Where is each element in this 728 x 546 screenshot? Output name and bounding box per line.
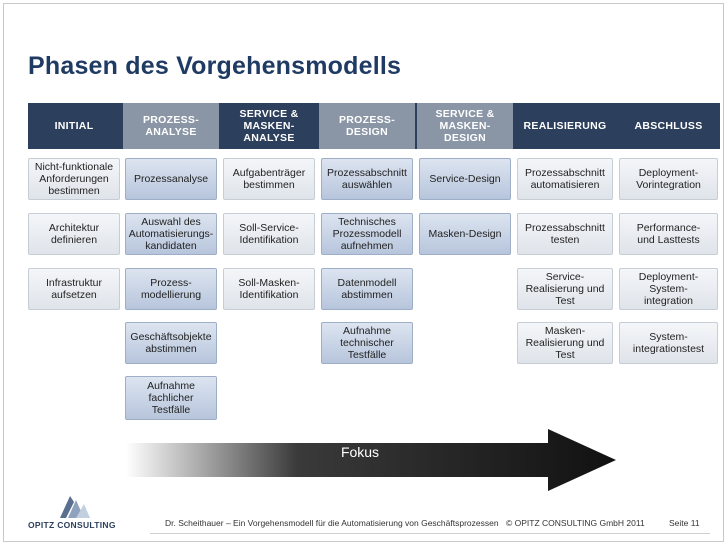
page-title: Phasen des Vorgehensmodells <box>28 52 402 80</box>
phase-header-realisierung: REALISIERUNG <box>523 120 607 132</box>
activity-nicht-funktionale-anforderungen: Nicht-funktionale Anforderungen bestimme… <box>28 158 120 200</box>
activity-technisches-prozessmodell: Technisches Prozessmodell aufnehmen <box>321 213 413 255</box>
activity-performance-lasttests: Performance- und Lasttests <box>619 213 718 255</box>
footer-divider <box>150 533 710 534</box>
activity-soll-service-identifikation: Soll-Service- Identifikation <box>223 213 315 255</box>
fokus-arrow <box>126 429 616 491</box>
footer-copyright: © OPITZ CONSULTING GmbH 2011 <box>506 518 645 528</box>
footer-page-number: Seite 11 <box>669 518 700 528</box>
activity-prozessanalyse: Prozessanalyse <box>125 158 217 200</box>
activity-aufnahme-technischer-testfaelle: Aufnahme technischer Testfälle <box>321 322 413 364</box>
activity-infrastruktur-aufsetzen: Infrastruktur aufsetzen <box>28 268 120 310</box>
activity-prozessabschnitt-automatisieren: Prozessabschnitt automatisieren <box>517 158 613 200</box>
phase-header-initial: INITIAL <box>54 120 94 132</box>
phase-header-service-masken-design: SERVICE & MASKEN- DESIGN <box>417 103 513 149</box>
activity-masken-realisierung-test: Masken- Realisierung und Test <box>517 322 613 364</box>
activity-prozessmodellierung: Prozess- modellierung <box>125 268 217 310</box>
fokus-label: Fokus <box>340 444 380 460</box>
activity-datenmodell-abstimmen: Datenmodell abstimmen <box>321 268 413 310</box>
opitz-consulting-logo <box>60 496 90 518</box>
activity-geschaeftsobjekte-abstimmen: Geschäftsobjekte abstimmen <box>125 322 217 364</box>
slide-frame <box>3 3 724 542</box>
activity-prozessabschnitt-auswaehlen: Prozessabschnitt auswählen <box>321 158 413 200</box>
phase-header-prozessdesign: PROZESS- DESIGN <box>319 103 415 149</box>
footer-text: Dr. Scheithauer – Ein Vorgehensmodell fü… <box>165 518 499 528</box>
activity-aufnahme-fachlicher-testfaelle: Aufnahme fachlicher Testfälle <box>125 376 217 420</box>
activity-service-realisierung-test: Service- Realisierung und Test <box>517 268 613 310</box>
activity-deployment-vorintegration: Deployment- Vorintegration <box>619 158 718 200</box>
activity-auswahl-automatisierungskandidaten: Auswahl des Automatisierungs- kandidaten <box>125 213 217 255</box>
activity-service-design: Service-Design <box>419 158 511 200</box>
phase-header-abschluss: ABSCHLUSS <box>634 120 703 132</box>
activity-deployment-systemintegration: Deployment- System- integration <box>619 268 718 310</box>
activity-aufgabentraeger-bestimmen: Aufgabenträger bestimmen <box>223 158 315 200</box>
activity-architektur-definieren: Architektur definieren <box>28 213 120 255</box>
activity-systemintegrationstest: System- integrationstest <box>619 322 718 364</box>
phase-header-service-masken-analyse: SERVICE & MASKEN- ANALYSE <box>239 108 299 144</box>
logo-text: OPITZ CONSULTING <box>28 520 116 530</box>
phase-header-prozessanalyse: PROZESS- ANALYSE <box>123 103 219 149</box>
activity-soll-masken-identifikation: Soll-Masken- Identifikation <box>223 268 315 310</box>
activity-prozessabschnitt-testen: Prozessabschnitt testen <box>517 213 613 255</box>
activity-masken-design: Masken-Design <box>419 213 511 255</box>
